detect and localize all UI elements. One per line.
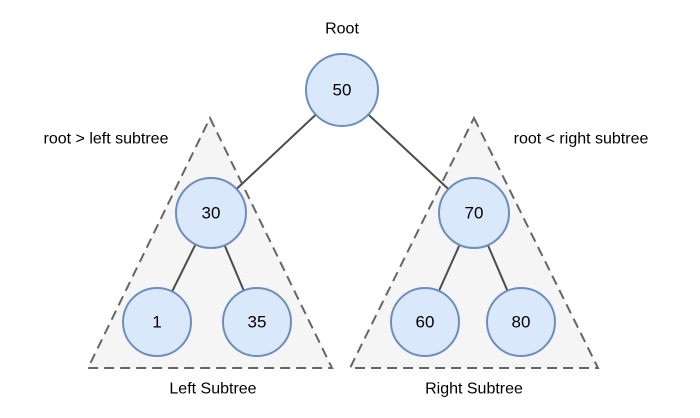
root-label: Root [325,21,359,38]
tree-node-35 [222,287,292,357]
left-subtree-label: Left Subtree [169,381,256,398]
tree-node-50 [305,53,379,127]
tree-node-70 [438,177,510,249]
tree-node-value-1: 1 [152,313,161,332]
tree-node-1 [122,287,192,357]
right-rule-label: root < right subtree [514,131,649,148]
tree-node-80 [486,287,556,357]
tree-node-value-60: 60 [416,313,435,332]
tree-edge-50-70 [367,113,450,190]
tree-node-value-80: 80 [512,313,531,332]
tree-node-value-35: 35 [248,313,267,332]
tree-node-value-30: 30 [202,204,221,223]
tree-edge-50-30 [235,113,317,190]
left-rule-label: root > left subtree [44,131,169,148]
tree-edge-70-80 [486,244,509,292]
right-subtree-label: Right Subtree [425,381,523,398]
tree-edge-70-60 [437,244,461,292]
tree-node-value-50: 50 [333,81,352,100]
tree-node-value-70: 70 [465,204,484,223]
tree-node-60 [390,287,460,357]
tree-edge-30-1 [171,243,197,292]
tree-node-30 [175,177,247,249]
tree-edge-30-35 [223,244,245,292]
